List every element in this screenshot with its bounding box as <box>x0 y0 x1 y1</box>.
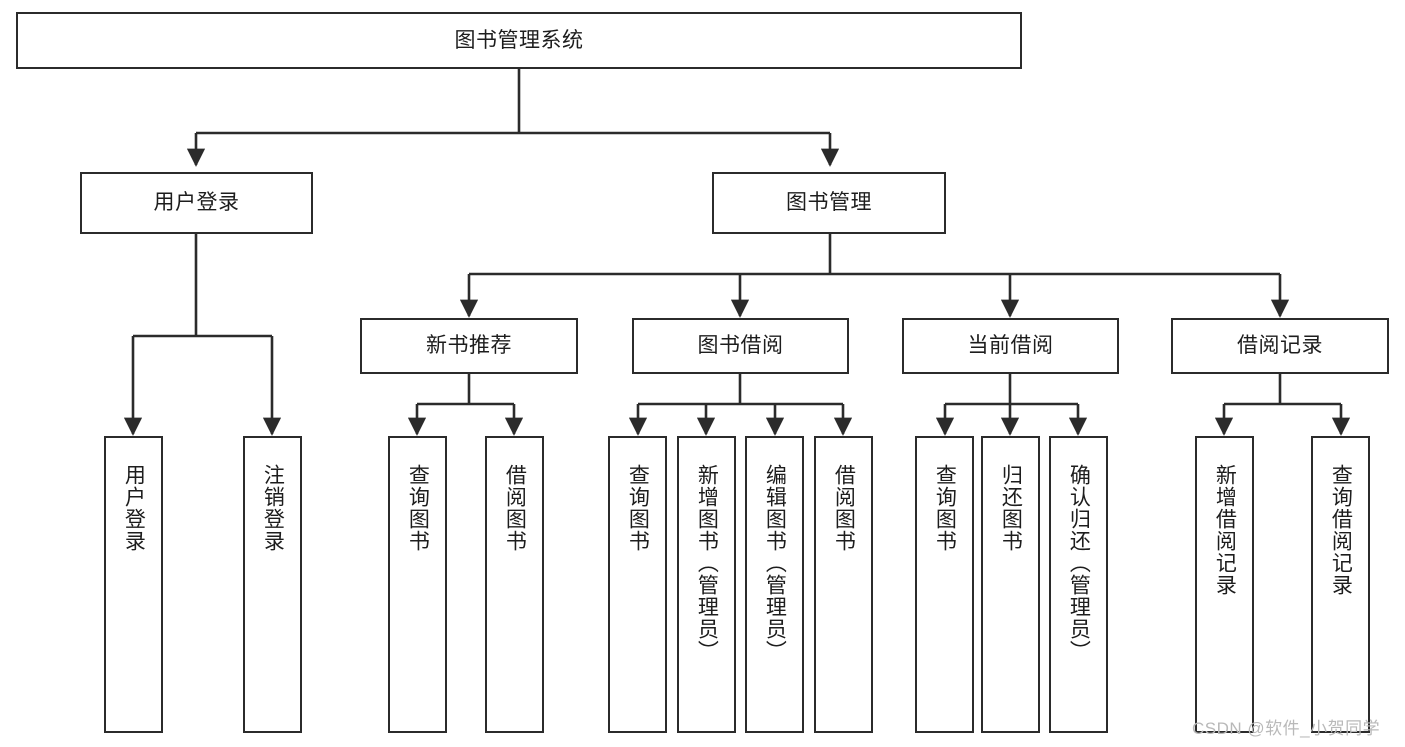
leaf-borrow-query-book[interactable]: 查询图书 <box>608 436 667 733</box>
leaf-user-logout[interactable]: 注销登录 <box>243 436 302 733</box>
leaf-recommend-query-book[interactable]: 查询图书 <box>388 436 447 733</box>
leaf-label: 查询图书 <box>933 464 957 552</box>
node-new-book-recommend[interactable]: 新书推荐 <box>360 318 578 374</box>
leaf-user-login[interactable]: 用户登录 <box>104 436 163 733</box>
leaf-recommend-borrow-book[interactable]: 借阅图书 <box>485 436 544 733</box>
node-book-borrow[interactable]: 图书借阅 <box>632 318 849 374</box>
leaf-label: 注销登录 <box>261 464 285 552</box>
leaf-borrow-edit-book-admin[interactable]: 编辑图书（管理员） <box>745 436 804 733</box>
node-label: 借阅记录 <box>1237 334 1323 358</box>
node-label: 当前借阅 <box>967 334 1054 358</box>
leaf-label: 查询图书 <box>406 464 430 552</box>
leaf-label: 归还图书 <box>999 464 1023 552</box>
node-book-management[interactable]: 图书管理 <box>712 172 946 234</box>
leaf-current-confirm-return-admin[interactable]: 确认归还（管理员） <box>1049 436 1108 733</box>
leaf-label: 借阅图书 <box>503 464 527 552</box>
leaf-label: 借阅图书 <box>832 464 856 552</box>
leaf-label: 编辑图书（管理员） <box>763 464 787 662</box>
leaf-current-query-book[interactable]: 查询图书 <box>915 436 974 733</box>
leaf-borrow-add-book-admin[interactable]: 新增图书（管理员） <box>677 436 736 733</box>
node-user-login[interactable]: 用户登录 <box>80 172 313 234</box>
leaf-borrow-borrow-book[interactable]: 借阅图书 <box>814 436 873 733</box>
leaf-label: 用户登录 <box>122 464 146 552</box>
leaf-record-query-record[interactable]: 查询借阅记录 <box>1311 436 1370 733</box>
node-label: 图书管理 <box>786 191 872 215</box>
node-label: 图书借阅 <box>697 334 784 358</box>
node-root-system[interactable]: 图书管理系统 <box>16 12 1022 69</box>
node-label: 图书管理系统 <box>454 28 584 52</box>
csdn-watermark: CSDN @软件_小贺同学 <box>1192 719 1381 738</box>
leaf-label: 查询借阅记录 <box>1329 464 1353 596</box>
leaf-record-add-record[interactable]: 新增借阅记录 <box>1195 436 1254 733</box>
leaf-label: 确认归还（管理员） <box>1067 464 1091 662</box>
node-label: 用户登录 <box>153 191 240 215</box>
leaf-label: 新增借阅记录 <box>1213 464 1237 596</box>
leaf-label: 新增图书（管理员） <box>695 464 719 662</box>
node-current-borrow[interactable]: 当前借阅 <box>902 318 1119 374</box>
node-label: 新书推荐 <box>426 334 512 358</box>
leaf-current-return-book[interactable]: 归还图书 <box>981 436 1040 733</box>
node-borrow-record[interactable]: 借阅记录 <box>1171 318 1389 374</box>
leaf-label: 查询图书 <box>626 464 650 552</box>
